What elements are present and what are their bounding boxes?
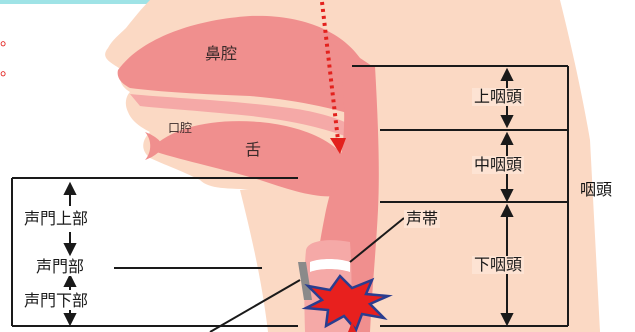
arrow-epipharynx [500,67,514,129]
epiglottis [298,262,312,300]
label-epipharynx: 上咽頭 [472,87,525,106]
label-glottis: 声門部 [34,257,87,276]
arrow-subglottis [63,273,77,327]
label-pharynx: 咽頭 [580,180,613,199]
tongue-shape [150,121,349,197]
label-tongue: 舌 [245,140,262,159]
red-marker [348,322,356,332]
fragment-mark-2: 。 [0,60,17,79]
lower-pointer [209,279,301,332]
label-hypopharynx: 下咽頭 [472,255,525,274]
palate [130,94,360,140]
larynx-brackets [11,177,298,327]
label-vocal-cords: 声帯 [404,209,441,228]
label-oral-cavity: 口腔 [168,121,193,135]
label-supraglottis: 声門上部 [22,209,91,228]
arrow-supraglottis [63,181,77,257]
lips [145,132,162,160]
vocal-cord-highlight [310,259,350,272]
fragment-mark-1: 。 [0,30,17,49]
label-subglottis: 声門下部 [22,291,91,310]
explosion-burst-icon [301,274,393,332]
label-oropharynx: 中咽頭 [472,155,525,174]
pharynx-brackets [352,65,569,327]
nasal-cavity-shape [117,15,372,120]
label-nasal-cavity: 鼻腔 [205,44,238,63]
vocal-cord-pointer [349,217,405,263]
dotted-down-arrow-icon [320,1,346,154]
